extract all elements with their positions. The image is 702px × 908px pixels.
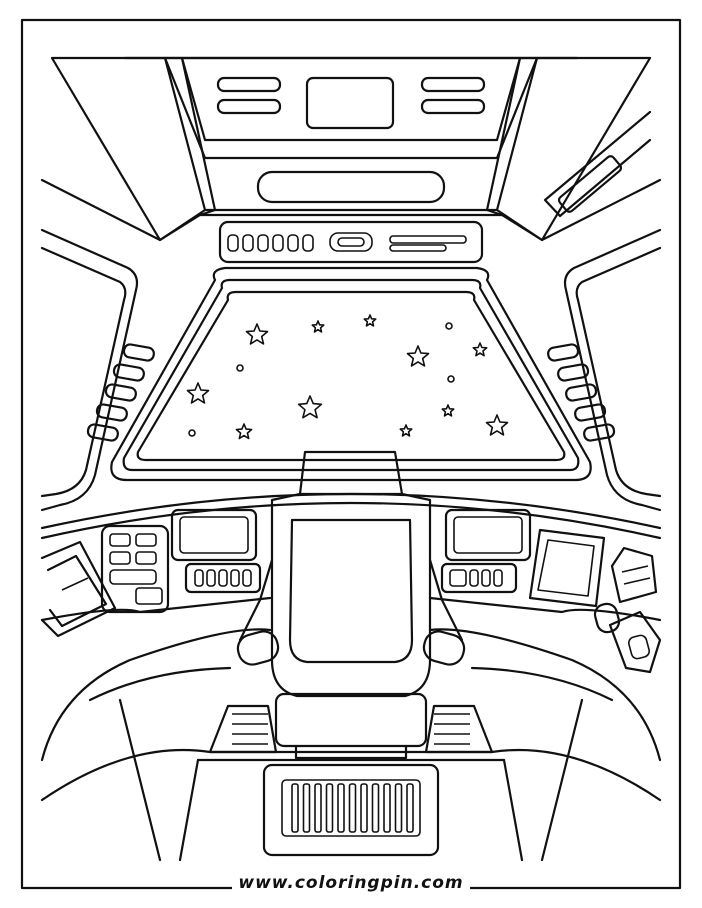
grille-slat — [315, 784, 321, 832]
grille-slat — [338, 784, 344, 832]
right-ceiling-vent — [545, 112, 650, 216]
star-icon — [400, 425, 411, 436]
grille-slat — [361, 784, 367, 832]
floor-grille — [292, 784, 413, 832]
star-icon — [364, 315, 375, 326]
small-planet-dot — [189, 430, 195, 436]
floor-section — [42, 700, 660, 860]
watermark-text: www.coloringpin.com — [232, 873, 470, 893]
right-console — [442, 510, 660, 672]
ceiling — [52, 58, 650, 240]
left-wall — [42, 180, 200, 510]
star-icon — [473, 343, 486, 356]
star-icon — [487, 415, 508, 435]
stars — [188, 315, 508, 439]
grille-slat — [292, 784, 298, 832]
star-icon — [299, 396, 322, 418]
watermark: www.coloringpin.com — [0, 873, 702, 893]
left-console — [42, 510, 260, 636]
small-planet-dot — [237, 365, 243, 371]
star-icon — [312, 321, 323, 332]
grille-slat — [304, 784, 310, 832]
star-icon — [408, 346, 429, 366]
grille-slat — [396, 784, 402, 832]
pilot-seat — [235, 452, 467, 758]
star-icon — [442, 405, 453, 416]
small-planet-dot — [446, 323, 452, 329]
upper-instrument-strip — [220, 222, 482, 262]
cockpit-window — [111, 268, 590, 480]
small-planet-dot — [448, 376, 454, 382]
grille-slat — [384, 784, 390, 832]
grille-slat — [350, 784, 356, 832]
right-wall — [502, 180, 660, 510]
star-icon — [188, 383, 209, 403]
star-icon — [236, 424, 251, 439]
star-icon — [247, 324, 268, 344]
grille-slat — [407, 784, 413, 832]
grille-slat — [327, 784, 333, 832]
ceiling-light-bar — [258, 172, 444, 202]
grille-slat — [373, 784, 379, 832]
